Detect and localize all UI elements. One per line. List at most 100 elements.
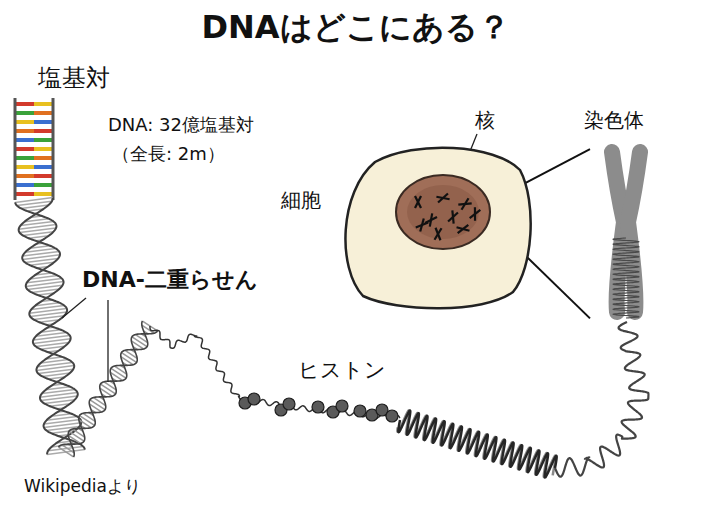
base-pair xyxy=(16,138,34,142)
backbone xyxy=(14,98,17,200)
helix-strand xyxy=(59,321,148,447)
leader-line xyxy=(62,298,86,318)
chromatid xyxy=(416,219,428,232)
base-pair-rung xyxy=(69,431,84,441)
base-pair xyxy=(16,147,34,151)
chromosome-shape xyxy=(590,142,662,322)
base-pair xyxy=(34,165,52,169)
base-pair xyxy=(16,174,34,178)
helix-strand xyxy=(19,198,82,455)
histone-bead xyxy=(312,401,324,413)
note-text-wrap: DNA: 32億塩基対 xyxy=(108,114,254,136)
part-label: 塩基対 xyxy=(38,64,110,92)
chromatid xyxy=(457,225,470,233)
chromatin-thread xyxy=(150,326,400,419)
base-pair xyxy=(34,102,52,106)
base-pair xyxy=(16,192,34,196)
chromatid xyxy=(415,196,421,208)
mini-chromosome xyxy=(416,219,428,232)
source-note-wrap: Wikipediaより xyxy=(24,476,141,496)
solenoid-fiber xyxy=(398,411,556,478)
mini-chromosome xyxy=(415,196,421,208)
base-pair xyxy=(16,165,34,169)
base-pair xyxy=(34,183,52,187)
chromatid xyxy=(434,228,441,240)
note-text: DNA: 32億塩基対 xyxy=(108,114,254,135)
mini-chromosome xyxy=(436,193,449,202)
base-pair xyxy=(34,147,52,151)
base-pair xyxy=(34,120,52,124)
backbone xyxy=(52,98,55,200)
chromatid xyxy=(436,193,449,202)
cell-label-wrap: 細胞 xyxy=(281,188,321,212)
base-pair-rung xyxy=(132,337,147,347)
nucleus-shade xyxy=(407,185,479,239)
mini-chromosome xyxy=(434,228,441,240)
base-pair-rung xyxy=(111,368,126,378)
base-pair xyxy=(16,102,34,106)
chromatid xyxy=(448,210,458,223)
helix-strand xyxy=(68,331,157,457)
base-pair xyxy=(16,129,34,133)
part-label-wrap: DNA-二重らせん xyxy=(82,267,258,293)
base-pair xyxy=(34,129,52,133)
chromatid xyxy=(434,228,441,240)
base-pair-rung xyxy=(80,416,95,426)
mini-chromosome xyxy=(448,210,458,223)
chromatid xyxy=(448,210,458,223)
chromatid xyxy=(415,196,421,208)
base-pair xyxy=(16,120,34,124)
chromatid xyxy=(458,198,471,209)
nucleus-outline xyxy=(396,175,490,249)
chromatid xyxy=(457,225,470,233)
histone-bead xyxy=(354,405,366,417)
chromatid xyxy=(425,213,437,226)
chromatid xyxy=(436,193,449,202)
base-pair xyxy=(34,192,52,196)
base-pair-rung xyxy=(122,353,137,363)
mini-chromosome xyxy=(458,198,471,209)
chromatid xyxy=(470,207,481,220)
base-pair xyxy=(34,156,52,160)
cell-label: 細胞 xyxy=(281,188,321,212)
cell-outline xyxy=(345,148,530,309)
histone-bead xyxy=(283,398,295,410)
part-label: DNA-二重らせん xyxy=(82,267,258,292)
coiled-fiber xyxy=(555,322,648,477)
source-note: Wikipediaより xyxy=(24,476,141,496)
part-label-wrap: 塩基対 xyxy=(38,64,110,93)
part-label-wrap: ヒストン xyxy=(298,358,386,383)
nucleus: 核 xyxy=(393,172,493,252)
chromatid xyxy=(470,207,481,220)
chromosome-label-wrap: 染色体 xyxy=(584,108,644,132)
mini-chromosome xyxy=(470,207,481,220)
histone-bead xyxy=(248,393,260,405)
title: DNAはどこにある？ xyxy=(201,8,509,46)
mini-chromosome xyxy=(457,225,470,233)
base-pair-rung xyxy=(101,384,116,394)
chromosome-label: 染色体 xyxy=(584,108,644,132)
note-text: （全長: 2m） xyxy=(112,143,225,164)
base-pair xyxy=(16,183,34,187)
base-pair xyxy=(34,111,52,115)
title-wrap: DNAはどこにある？ xyxy=(0,8,711,46)
dna-drawing xyxy=(15,98,648,477)
mini-chromosome xyxy=(425,213,437,226)
nucleus-label-wrap: 核 xyxy=(475,108,495,132)
base-pair xyxy=(16,156,34,160)
chromatid xyxy=(416,219,428,232)
histone-bead xyxy=(386,410,398,422)
chromatin-texture xyxy=(613,238,639,318)
base-pair-rung xyxy=(59,447,74,457)
cell: 細胞核 xyxy=(335,140,535,312)
chromosome: 染色体 xyxy=(590,142,662,322)
base-pair xyxy=(16,111,34,115)
base-pair xyxy=(34,138,52,142)
note-text-wrap: （全長: 2m） xyxy=(112,143,225,165)
nucleus-label: 核 xyxy=(475,108,495,132)
solenoid-fiber xyxy=(397,410,555,477)
base-pair-rung xyxy=(90,400,105,410)
histone-bead xyxy=(336,400,348,412)
part-label: ヒストン xyxy=(298,358,386,382)
